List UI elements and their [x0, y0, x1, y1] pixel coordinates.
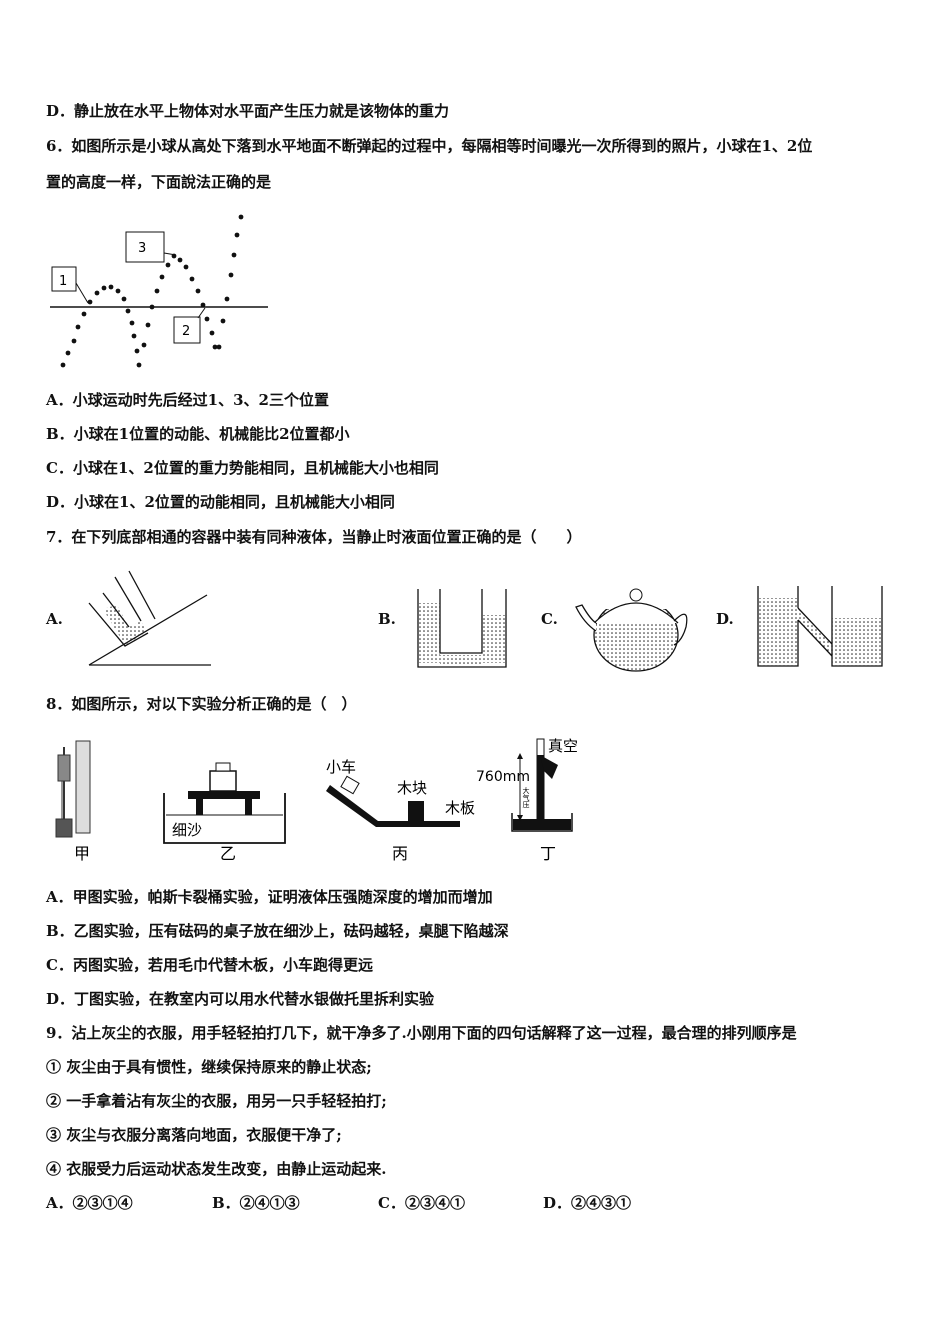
- q9-option-d: D．②④③①: [543, 1194, 632, 1212]
- q6-stem-line1: 6．如图所示是小球从高处下落到水平地面不断弹起的过程中，每隔相等时间曝光一次所得…: [46, 137, 813, 155]
- q7-option-a-figure: [88, 570, 211, 666]
- figure-jia: 甲: [55, 740, 91, 863]
- q6-bouncing-ball-figure: 1 3 2: [50, 214, 268, 368]
- label-2: 2: [182, 324, 190, 339]
- q6-option-d: D．小球在1、2位置的动能相同，且机械能大小相同: [46, 493, 395, 511]
- figure-yi: 细沙 乙: [163, 762, 286, 863]
- label-yi: 乙: [220, 844, 236, 863]
- figure-ding: 真空 760mm 大气压 丁: [476, 737, 578, 863]
- q9-statement-4: ④ 衣服受力后运动状态发生改变，由静止运动起来.: [46, 1160, 387, 1178]
- label-3: 3: [138, 241, 146, 256]
- q6-option-c: C．小球在1、2位置的重力势能相同，且机械能大小也相同: [46, 459, 439, 477]
- q9-statement-2: ② 一手拿着沾有灰尘的衣服，用另一只手轻轻拍打;: [46, 1092, 387, 1110]
- label-bing: 丙: [392, 844, 408, 863]
- q5-option-d: D．静止放在水平上物体对水平面产生压力就是该物体的重力: [46, 102, 450, 120]
- label-xiaoche: 小车: [326, 758, 356, 776]
- label-daqiya: 大气压: [522, 786, 530, 809]
- q7-stem: 7．在下列底部相通的容器中装有同种液体，当静止时液面位置正确的是（ ）: [46, 528, 582, 546]
- label-mukuai: 木块: [397, 779, 427, 797]
- q7-option-d-label: D.: [716, 610, 734, 628]
- q8-option-a: A．甲图实验，帕斯卡裂桶实验，证明液体压强随深度的增加而增加: [46, 888, 493, 906]
- q8-option-c: C．丙图实验，若用毛巾代替木板，小车跑得更远: [46, 956, 373, 974]
- q9-statement-3: ③ 灰尘与衣服分离落向地面，衣服便干净了;: [46, 1126, 342, 1144]
- label-xisha: 细沙: [172, 821, 202, 839]
- q6-option-b: B．小球在1位置的动能、机械能比2位置都小: [46, 425, 350, 443]
- label-zhenkong: 真空: [548, 737, 578, 755]
- q9-option-a: A．②③①④: [46, 1194, 133, 1212]
- label-ding: 丁: [540, 844, 556, 863]
- q7-option-c-figure: [575, 588, 688, 672]
- label-760mm: 760mm: [476, 769, 530, 785]
- q9-stem: 9．沾上灰尘的衣服，用手轻轻拍打几下，就干净多了.小刚用下面的四句话解释了这一过…: [46, 1024, 797, 1042]
- q8-experiments-figure: 甲 细沙 乙 小车 木块 木板 丙 真空 760mm 大气压 丁: [55, 737, 578, 863]
- q7-option-c-label: C.: [541, 610, 558, 628]
- ball-dots: [60, 214, 244, 368]
- q7-option-d-figure: [757, 586, 883, 667]
- q6-option-a: A．小球运动时先后经过1、3、2三个位置: [46, 391, 329, 409]
- label-box-1: [51, 266, 77, 292]
- q9-statement-1: ① 灰尘由于具有惯性，继续保持原来的静止状态;: [46, 1058, 372, 1076]
- q6-stem-line2: 置的高度一样，下面說法正确的是: [46, 173, 272, 191]
- q8-stem: 8．如图所示，对以下实验分析正确的是（ ）: [46, 695, 357, 713]
- label-box-3: [125, 231, 165, 263]
- q9-option-b: B．②④①③: [212, 1194, 300, 1212]
- q8-option-b: B．乙图实验，压有砝码的桌子放在细沙上，砝码越轻，桌腿下陷越深: [46, 922, 509, 940]
- label-box-2: [173, 316, 201, 344]
- q9-option-c: C．②③④①: [378, 1194, 465, 1212]
- label-jia: 甲: [74, 844, 90, 863]
- figure-bing: 小车 木块 木板 丙: [326, 758, 475, 863]
- q7-option-a-label: A.: [46, 610, 63, 628]
- q8-option-d: D．丁图实验，在教室内可以用水代替水银做托里拆利实验: [46, 990, 435, 1008]
- q7-option-b-label: B.: [378, 610, 396, 628]
- q7-option-b-figure: [417, 589, 507, 668]
- label-1: 1: [59, 274, 67, 289]
- label-muban: 木板: [445, 799, 475, 817]
